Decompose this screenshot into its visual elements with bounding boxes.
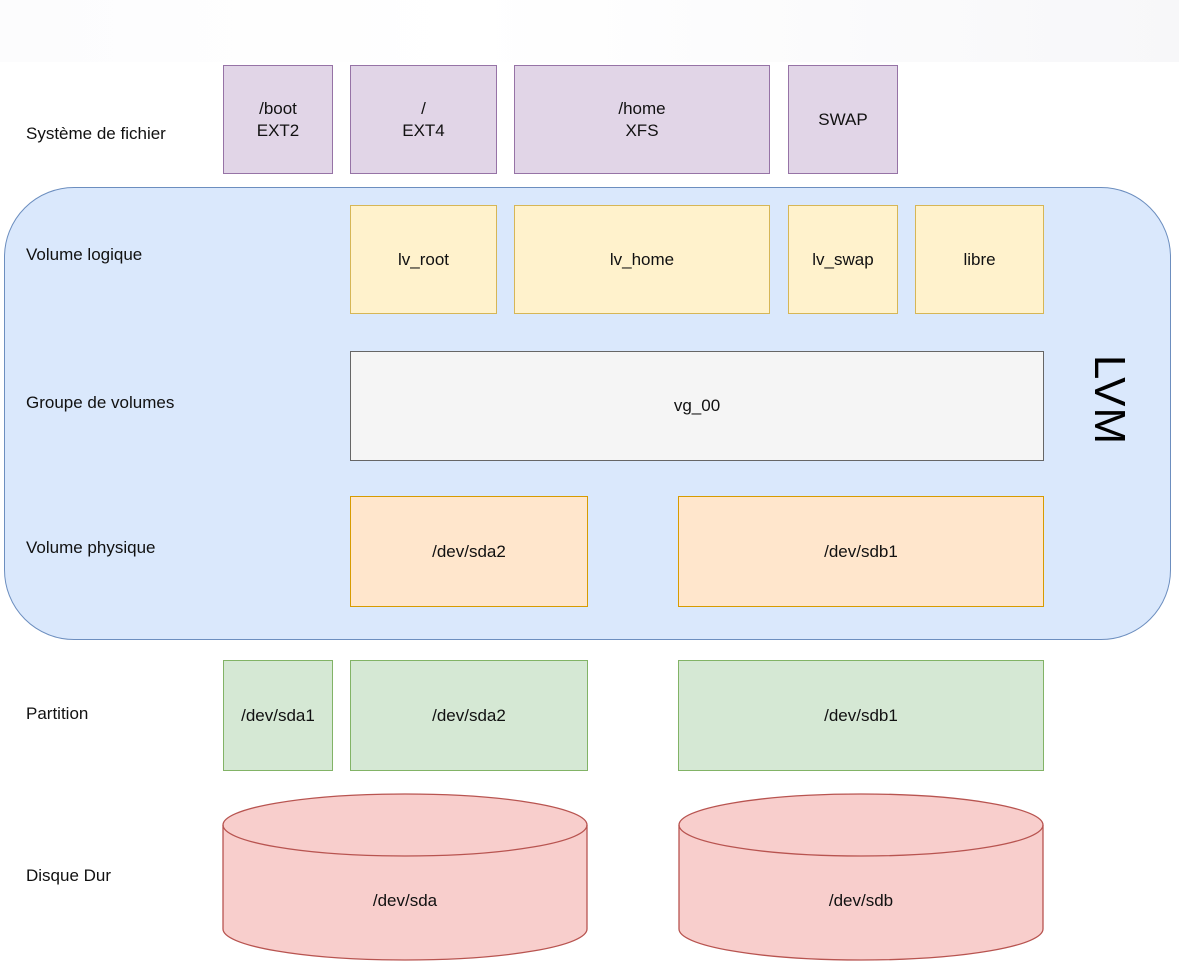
- filesystem-swap: SWAP: [788, 65, 898, 174]
- partition-label: /dev/sda2: [432, 705, 506, 725]
- top-band: [0, 0, 1179, 62]
- hard-disk-sda: /dev/sda: [222, 793, 588, 961]
- logical-volume-root: lv_root: [350, 205, 497, 314]
- hard-disk-sdb: /dev/sdb: [678, 793, 1044, 961]
- volume-group: vg_00: [350, 351, 1044, 461]
- physical-volume-label: /dev/sdb1: [824, 541, 898, 561]
- lvm-label-text: LVM: [1085, 354, 1134, 446]
- row-label-hard-disk: Disque Dur: [26, 866, 112, 885]
- volume-group-label: vg_00: [673, 396, 721, 415]
- physical-volume-sdb1: /dev/sdb1: [678, 496, 1044, 607]
- filesystem-boot: /boot EXT2: [223, 65, 333, 174]
- logical-volume-label: libre: [963, 249, 996, 269]
- disk-cylinder-icon: [678, 793, 1044, 961]
- row-label-filesystem: Système de fichier: [26, 124, 166, 143]
- filesystem-mount: /: [421, 98, 426, 118]
- filesystem-type: EXT2: [256, 120, 300, 140]
- physical-volume-label: /dev/sda2: [432, 541, 506, 561]
- disk-cylinder-icon: [222, 793, 588, 961]
- logical-volume-swap: lv_swap: [788, 205, 898, 314]
- partition-sda2: /dev/sda2: [350, 660, 588, 771]
- hard-disk-label: /dev/sda: [372, 891, 438, 910]
- filesystem-mount: /boot: [259, 98, 297, 118]
- partition-label: /dev/sda1: [241, 705, 315, 725]
- row-label-logical-volume: Volume logique: [26, 245, 143, 264]
- row-label-partition: Partition: [26, 704, 89, 723]
- filesystem-root: / EXT4: [350, 65, 497, 174]
- partition-sdb1: /dev/sdb1: [678, 660, 1044, 771]
- hard-disk-label: /dev/sdb: [828, 891, 894, 910]
- logical-volume-home: lv_home: [514, 205, 770, 314]
- logical-volume-free: libre: [915, 205, 1044, 314]
- filesystem-type: EXT4: [402, 120, 445, 140]
- filesystem-home: /home XFS: [514, 65, 770, 174]
- logical-volume-label: lv_home: [609, 249, 675, 269]
- row-label-physical-volume: Volume physique: [26, 538, 156, 557]
- physical-volume-sda2: /dev/sda2: [350, 496, 588, 607]
- logical-volume-label: lv_swap: [812, 249, 874, 269]
- row-label-volume-group: Groupe de volumes: [26, 393, 175, 412]
- partition-sda1: /dev/sda1: [223, 660, 333, 771]
- filesystem-mount: SWAP: [818, 109, 868, 129]
- filesystem-type: XFS: [625, 120, 659, 140]
- filesystem-mount: /home: [618, 98, 666, 118]
- partition-label: /dev/sdb1: [824, 705, 898, 725]
- logical-volume-label: lv_root: [397, 249, 450, 269]
